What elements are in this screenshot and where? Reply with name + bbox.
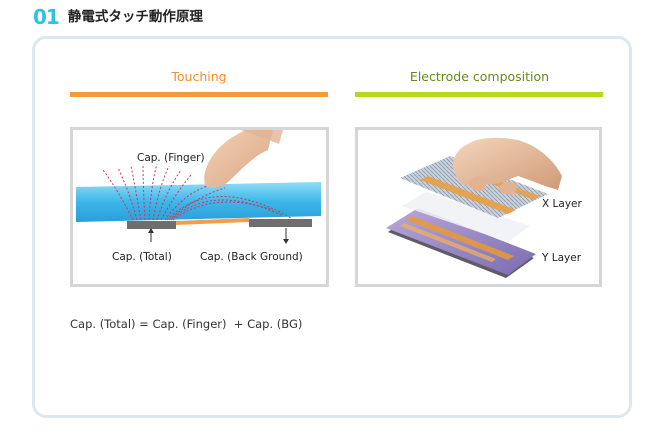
touching-illustration [76,130,321,244]
electrode-rule [355,92,603,97]
electrode-illustration [386,137,562,278]
electrode-diagram [355,127,602,287]
y-layer-label: Y Layer [542,252,582,264]
section-title: 静電式タッチ動作原理 [67,9,203,25]
capacitance-formula: Cap. (Total) = Cap. (Finger) + Cap. (BG) [70,317,303,331]
spacer-layer [402,192,530,242]
conductor-strip [176,218,249,225]
total-capacitance-label: Cap. (Total) [112,251,172,263]
section-number: 01 [33,5,60,29]
field-lines [102,163,292,221]
electrode-title: Electrode composition [409,69,550,84]
background-capacitance-label: Cap. (Back Ground) [200,251,303,263]
electrode-right [249,219,312,227]
glass-layer [76,182,321,222]
electrode-left [127,221,176,229]
finger-icon [204,130,273,188]
touching-diagram [70,127,329,287]
x-layer-label: X Layer [542,198,582,210]
touching-rule [70,92,328,97]
section-heading: 01 静電式タッチ動作原理 [33,5,203,29]
finger-capacitance-label: Cap. (Finger) [137,152,205,164]
touching-title: Touching [171,69,227,84]
